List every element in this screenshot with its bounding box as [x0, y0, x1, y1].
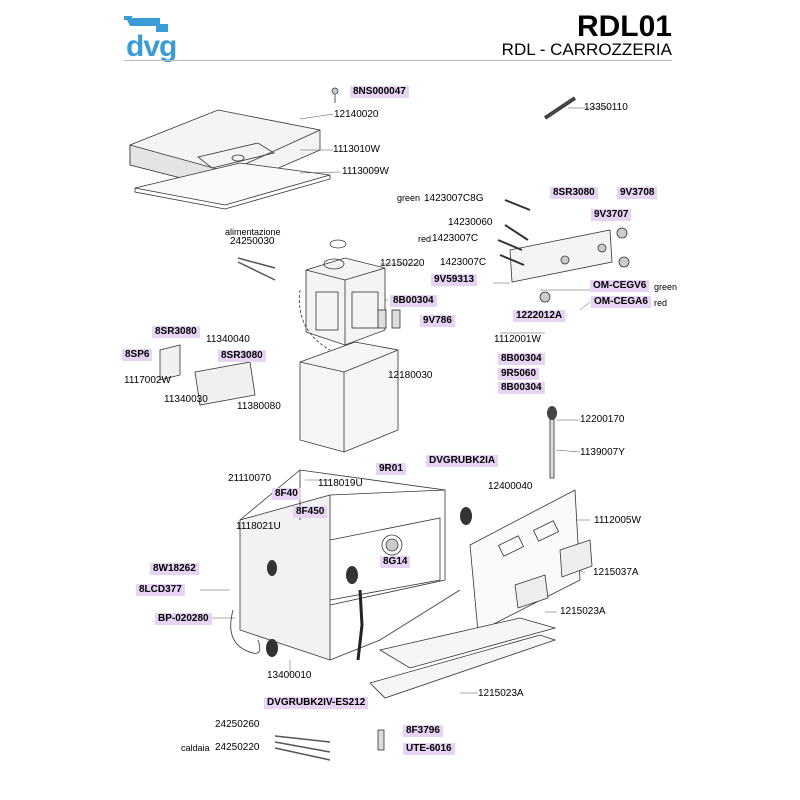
part-label: 8SR3080 [152, 326, 200, 338]
part-label: 1112001W [494, 334, 541, 345]
part-label: 12150220 [380, 258, 425, 269]
part-label: 24250260 [215, 719, 260, 730]
part-label: 9V3707 [591, 209, 632, 221]
part-label: OM-CEGV6 [590, 280, 650, 292]
part-label: 1139007Y [580, 447, 625, 458]
part-label: 11340030 [164, 394, 208, 405]
part-label: 12400040 [488, 481, 533, 492]
part-label: 14230060 [448, 217, 493, 228]
part-label: 8B00304 [390, 295, 437, 307]
part-label: 11380080 [237, 401, 281, 412]
part-label: 8SR3080 [550, 187, 598, 199]
part-label: 1118019U [318, 478, 363, 489]
main-frame [239, 469, 461, 661]
pump-fittings [377, 309, 401, 329]
part-label: 24250030 [230, 236, 275, 247]
reservoir-box [299, 341, 399, 453]
part-label: 8SP6 [122, 349, 153, 361]
part-label: 1113010W [333, 144, 380, 155]
wire-color-note: green [654, 282, 678, 292]
part-label: 8F40 [272, 488, 301, 500]
side-bracket [159, 344, 256, 406]
brand-name: dvg [126, 30, 177, 63]
wire-color-note: red [654, 298, 668, 308]
part-label: 8B00304 [498, 382, 545, 394]
screw [377, 729, 385, 751]
front-panel [469, 489, 593, 633]
page-subtitle: RDL - CARROZZERIA [501, 40, 672, 59]
part-label: 1423007C [440, 257, 487, 268]
part-label: 11340040 [206, 334, 250, 345]
part-label: BP-020280 [155, 613, 212, 625]
part-label: 21110070 [228, 473, 272, 484]
power-cable [230, 609, 261, 654]
part-label: 8F450 [293, 506, 328, 518]
feed-note: alimentazione [225, 227, 281, 237]
boiler-note: caldaia [181, 743, 210, 753]
part-label: 24250220 [215, 742, 260, 753]
part-label: 1423007C [432, 233, 479, 244]
part-label: DVGRUBK2IV-ES212 [264, 697, 369, 709]
leader-lines [200, 107, 610, 694]
steam-wand [547, 406, 557, 479]
part-label: 1118021U [236, 521, 281, 532]
part-label: 8NS000047 [350, 86, 409, 98]
part-label: 8LCD377 [136, 584, 185, 596]
model-code: RDL01 [576, 10, 672, 43]
part-label: 13400010 [267, 670, 312, 681]
part-label: 1423007C8G [424, 193, 484, 204]
part-label: UTE-6016 [403, 743, 455, 755]
part-label: 8SR3080 [218, 350, 266, 362]
part-label: 1222012A [513, 310, 566, 322]
part-label: 9V3708 [617, 187, 658, 199]
faucet-icon [124, 16, 168, 32]
part-label: 12200170 [580, 414, 625, 425]
header-divider [124, 60, 672, 61]
part-label: 8W18262 [150, 563, 199, 575]
part-label: 9V786 [420, 315, 455, 327]
drip-mat [134, 162, 331, 210]
part-label: 8G14 [380, 556, 411, 568]
taps [266, 507, 472, 657]
part-label: 13350110 [584, 102, 628, 113]
wire-color-note: red [418, 234, 432, 244]
hose [356, 589, 364, 661]
tongs [237, 257, 331, 761]
part-label: 1215037A [593, 567, 639, 578]
part-label: 12180030 [388, 370, 433, 381]
part-label: 1215023A [560, 606, 606, 617]
part-label: 9R01 [376, 463, 406, 475]
wire-color-note: green [397, 193, 421, 203]
part-label: 8B00304 [498, 353, 545, 365]
part-label: 8F3796 [403, 725, 443, 737]
drip-tray [369, 617, 557, 699]
part-label: 9R5060 [498, 368, 540, 380]
part-label: OM-CEGA6 [591, 296, 651, 308]
part-label: 1113009W [342, 166, 389, 177]
part-label: 1117002W [124, 375, 171, 386]
part-label: 1215023A [478, 688, 524, 699]
water-tank [298, 239, 386, 351]
part-label: 1112005W [594, 515, 641, 526]
part-label: 12140020 [334, 109, 379, 120]
rear-panel-bracket [497, 199, 630, 303]
part-label: 9V59313 [431, 274, 478, 286]
part-label: DVGRUBK2IA [426, 455, 499, 467]
